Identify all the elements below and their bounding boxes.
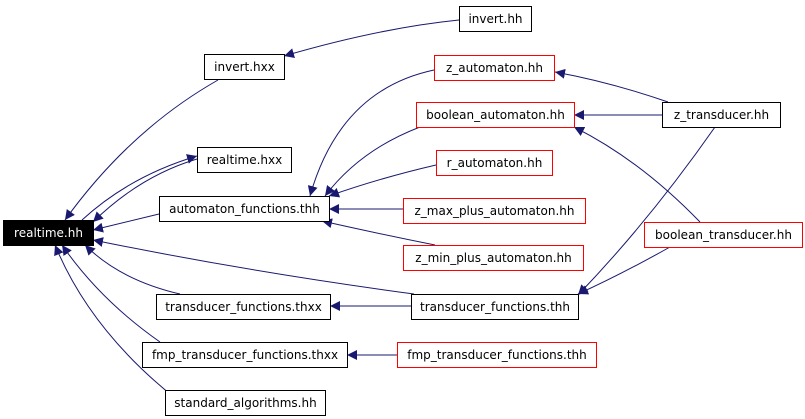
node-box [165,390,326,416]
node-box [403,198,586,224]
node-box [156,294,331,320]
node-invert-hh[interactable]: invert.hh [459,6,532,32]
node-box [411,294,579,320]
node-fmp-transducer-functions-thh[interactable]: fmp_transducer_functions.thh [397,342,597,368]
node-boolean-automaton-hh[interactable]: boolean_automaton.hh [416,102,575,128]
node-box [644,222,803,248]
edge-realtime-hxx-to-realtime-hh [92,158,198,223]
node-label: boolean_transducer.hh [655,228,792,242]
node-label: invert.hxx [214,60,275,74]
node-standard-algorithms-hh[interactable]: standard_algorithms.hh [165,390,326,416]
edge-boolean-transducer-hh-to-boolean-automaton-hh [573,126,701,223]
node-label: invert.hh [468,12,522,26]
node-box [142,342,348,368]
node-box [416,102,575,128]
edge-z-automaton-hh-to-automaton-functions-thh [307,69,435,197]
edge-boolean-transducer-hh-to-transducer-functions-thh [577,246,671,295]
node-box [459,6,532,32]
edge-standard-algorithms-hh-to-realtime-hh [54,244,176,399]
node-box [662,102,781,128]
edge-z-min-plus-automaton-hh-to-automaton-functions-thh [321,218,436,246]
node-label: z_transducer.hh [674,108,769,122]
node-label: z_automaton.hh [446,61,543,75]
edge-boolean-automaton-hh-to-automaton-functions-thh [324,126,421,197]
node-boolean-transducer-hh[interactable]: boolean_transducer.hh [644,222,803,248]
node-box [3,220,94,246]
node-label: boolean_automaton.hh [426,108,565,122]
node-realtime-hxx[interactable]: realtime.hxx [197,147,292,173]
edge-z-transducer-hh-to-transducer-functions-thh [577,126,716,296]
node-box [159,196,330,222]
edge-transducer-functions-thh-to-realtime-hh [92,237,415,295]
node-z-automaton-hh[interactable]: z_automaton.hh [434,55,555,81]
node-z-transducer-hh[interactable]: z_transducer.hh [662,102,781,128]
node-fmp-transducer-functions-thxx[interactable]: fmp_transducer_functions.thxx [142,342,348,368]
node-z-min-plus-automaton-hh[interactable]: z_min_plus_automaton.hh [403,245,584,271]
node-transducer-functions-thh[interactable]: transducer_functions.thh [411,294,579,320]
node-box [403,245,584,271]
node-realtime-hh[interactable]: realtime.hh [3,220,94,246]
node-r-automaton-hh[interactable]: r_automaton.hh [436,150,553,176]
edge-fmp-transducer-functions-thxx-to-realtime-hh [61,244,161,343]
node-box [434,55,555,81]
node-label: z_max_plus_automaton.hh [415,204,575,218]
node-invert-hxx[interactable]: invert.hxx [204,54,285,80]
node-transducer-functions-thxx[interactable]: transducer_functions.thxx [156,294,331,320]
edge-r-automaton-hh-to-automaton-functions-thh [328,164,437,198]
node-label: realtime.hh [14,226,83,240]
node-box [397,342,597,368]
node-box [197,147,292,173]
node-label: transducer_functions.thh [420,300,570,314]
node-label: fmp_transducer_functions.thh [407,348,587,362]
edge-automaton-functions-thh-to-realtime-hh [92,213,160,233]
edge-invert-hh-to-invert-hxx [283,19,460,59]
node-label: fmp_transducer_functions.thxx [152,348,338,362]
node-z-max-plus-automaton-hh[interactable]: z_max_plus_automaton.hh [403,198,586,224]
node-label: realtime.hxx [207,153,282,167]
edges-layer [54,19,716,399]
edge-invert-hxx-to-realtime-hh [64,79,219,221]
node-label: automaton_functions.thh [169,202,320,216]
node-label: z_min_plus_automaton.hh [415,251,571,265]
node-label: standard_algorithms.hh [174,396,316,410]
node-label: transducer_functions.thxx [165,300,322,314]
edge-z-transducer-hh-to-z-automaton-hh [554,68,669,103]
node-label: r_automaton.hh [447,156,543,170]
node-automaton-functions-thh[interactable]: automaton_functions.thh [159,196,330,222]
node-box [204,54,285,80]
edge-transducer-functions-thxx-to-realtime-hh [84,244,181,295]
node-box [436,150,553,176]
edge-realtime-hh-to-realtime-hxx [81,154,198,221]
nodes-layer: realtime.hh invert.hh invert.hxx z_automato… [3,6,803,416]
